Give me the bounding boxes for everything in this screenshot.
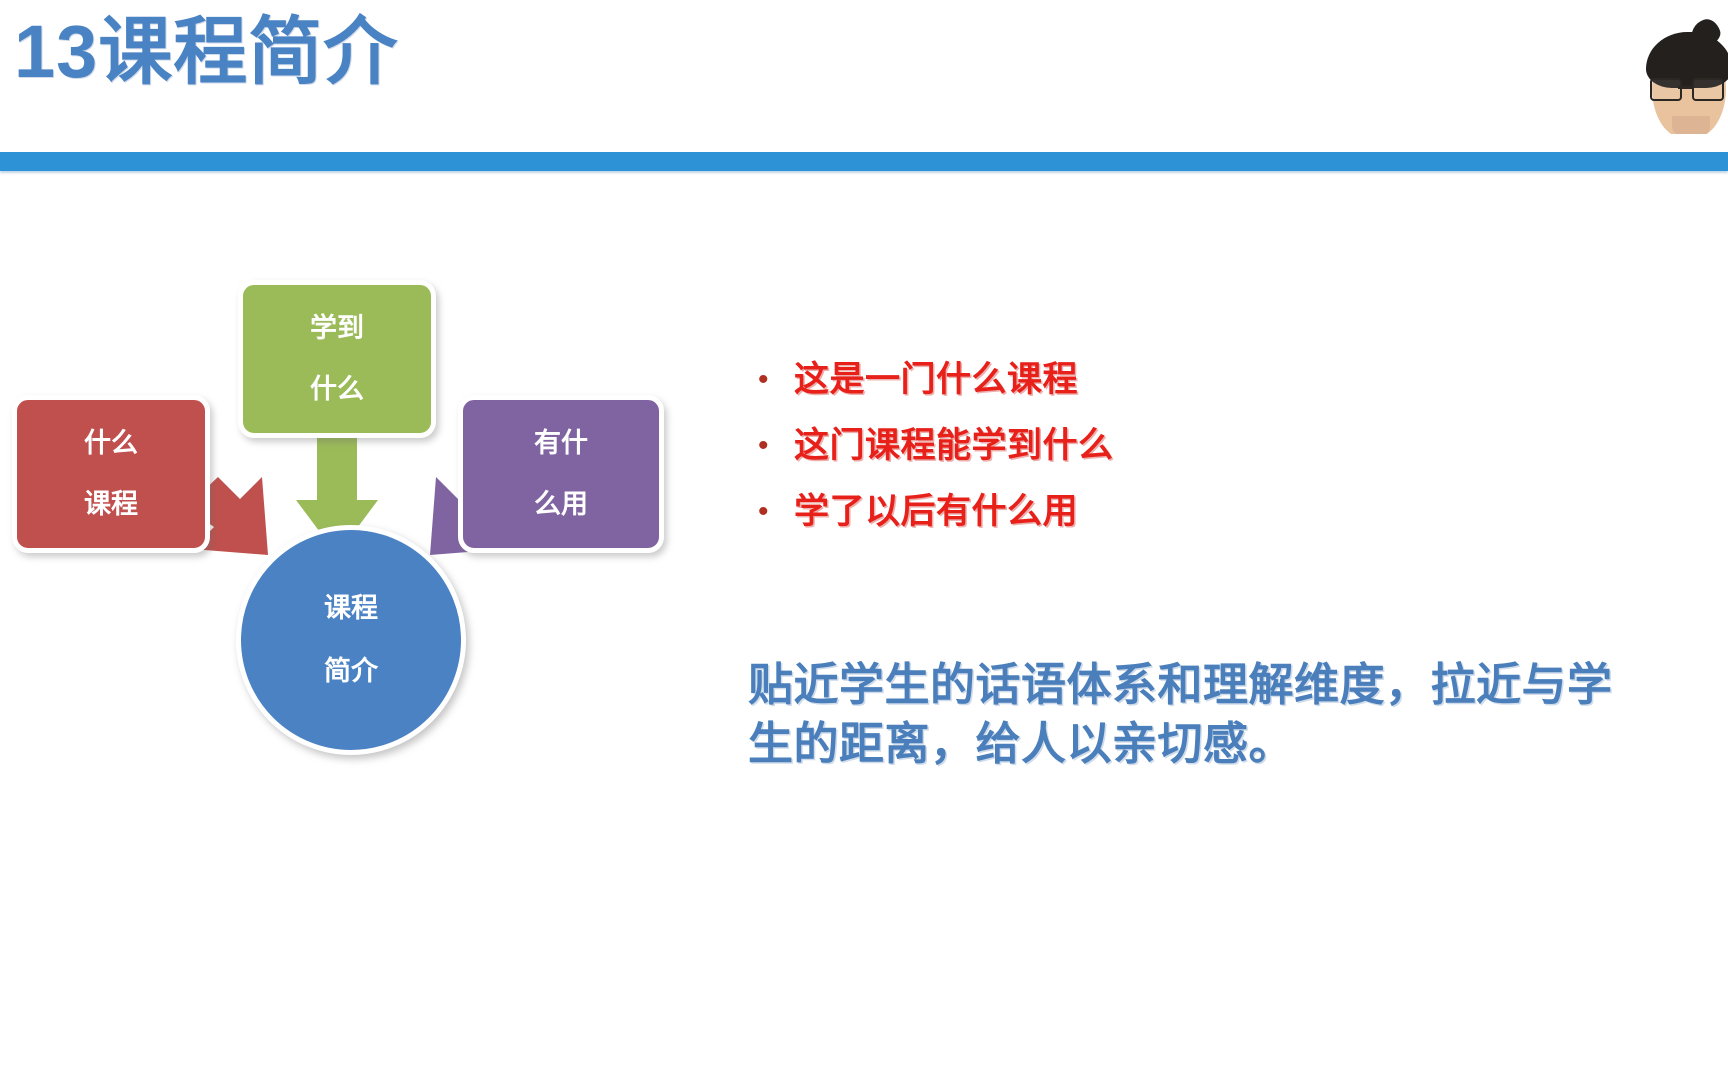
glasses-left-lens [1650,78,1682,101]
diagram-node-course-intro-line-2: 简介 [324,656,378,686]
summary-line-1: 贴近学生的话语体系和理解维度，拉近与学 [748,659,1613,710]
bullet-list: • 这是一门什么课程 • 这门课程能学到什么 • 学了以后有什么用 [748,358,1708,556]
presenter-chin-shape [1672,116,1710,134]
glasses-right-lens [1692,78,1724,101]
diagram-node-course-intro-line-1: 课程 [324,593,378,623]
diagram-node-course-intro[interactable]: 课程 简介 [236,525,466,755]
bullet-item-label: 这门课程能学到什么 [794,426,1114,465]
diagram-node-what-course-line-2: 课程 [84,489,138,519]
diagram-node-learn-what-line-2: 什么 [310,374,364,404]
bullet-item-label: 这是一门什么课程 [794,360,1079,399]
diagram-node-what-use-line-1: 有什 [534,428,588,458]
bullet-marker-icon: • [758,495,769,528]
summary-line-2: 生的距离，给人以亲切感。 [748,718,1295,770]
diagram-node-what-use-line-2: 么用 [534,489,588,519]
list-item: • 这是一门什么课程 [748,358,1708,402]
summary-paragraph: 贴近学生的话语体系和理解维度，拉近与学 生的距离，给人以亲切感。 [748,655,1728,774]
diagram-node-what-course-line-1: 什么 [84,428,138,458]
presenter-hair-tuft-shape [1686,16,1724,50]
bullet-marker-icon: • [758,429,769,462]
presenter-hair-shape [1646,32,1728,88]
diagram-node-learn-what-line-1: 学到 [310,313,364,343]
glasses-icon [1650,78,1728,101]
page-title: 13课程简介 [14,10,399,93]
diagram-node-what-use[interactable]: 有什 么用 [458,395,664,553]
presenter-head-shape [1652,46,1726,134]
list-item: • 学了以后有什么用 [748,490,1708,534]
title-divider-rule [0,152,1728,171]
diagram-node-what-course[interactable]: 什么 课程 [12,395,210,553]
glasses-bridge [1678,86,1692,89]
diagram-node-learn-what[interactable]: 学到 什么 [238,280,436,438]
bullet-marker-icon: • [758,363,769,396]
list-item: • 这门课程能学到什么 [748,424,1708,468]
presenter-webcam-overlay [1638,16,1728,134]
bullet-item-label: 学了以后有什么用 [794,492,1079,531]
concept-diagram: 学到 什么 什么 课程 有什 么用 课程 简介 [0,255,700,755]
